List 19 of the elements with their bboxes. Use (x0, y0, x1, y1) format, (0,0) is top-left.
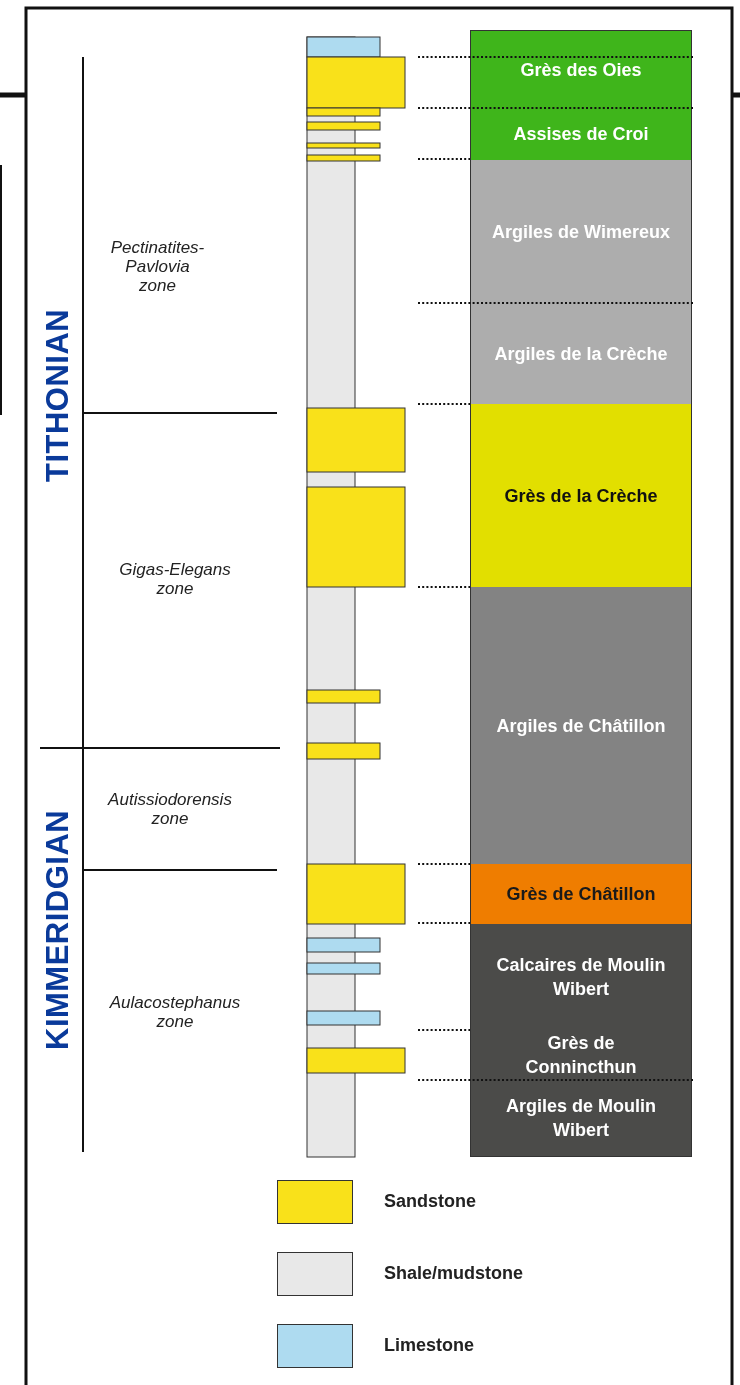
formation-band: Grès des Oies (470, 30, 692, 108)
zone-label: Aulacostephanus zone (108, 993, 242, 1031)
formation-band: Argiles de Châtillon (470, 587, 692, 864)
legend-label: Shale/mudstone (384, 1263, 524, 1284)
stage-label: KIMMERIDGIAN (40, 808, 76, 1053)
formation-band: Grès de Connincthun (470, 1030, 692, 1080)
formation-band: Argiles de Wimereux (470, 160, 692, 303)
zone-label: Pectinatites-Pavlovia zone (110, 238, 205, 295)
formation-band: Argiles de Moulin Wibert (470, 1080, 692, 1157)
zone-label: Autissiodorensis zone (106, 790, 233, 828)
zone-label: Gigas-Elegans zone (118, 560, 232, 598)
legend-label: Limestone (384, 1335, 475, 1356)
formation-band: Grès de la Crèche (470, 404, 692, 587)
formation-band: Calcaires de Moulin Wibert (470, 924, 692, 1030)
formation-band: Argiles de la Crèche (470, 303, 692, 404)
legend-label: Sandstone (384, 1191, 476, 1212)
formation-band: Grès de Châtillon (470, 864, 692, 924)
formation-band: Assises de Croi (470, 108, 692, 160)
stage-label: TITHONIAN (40, 307, 76, 484)
